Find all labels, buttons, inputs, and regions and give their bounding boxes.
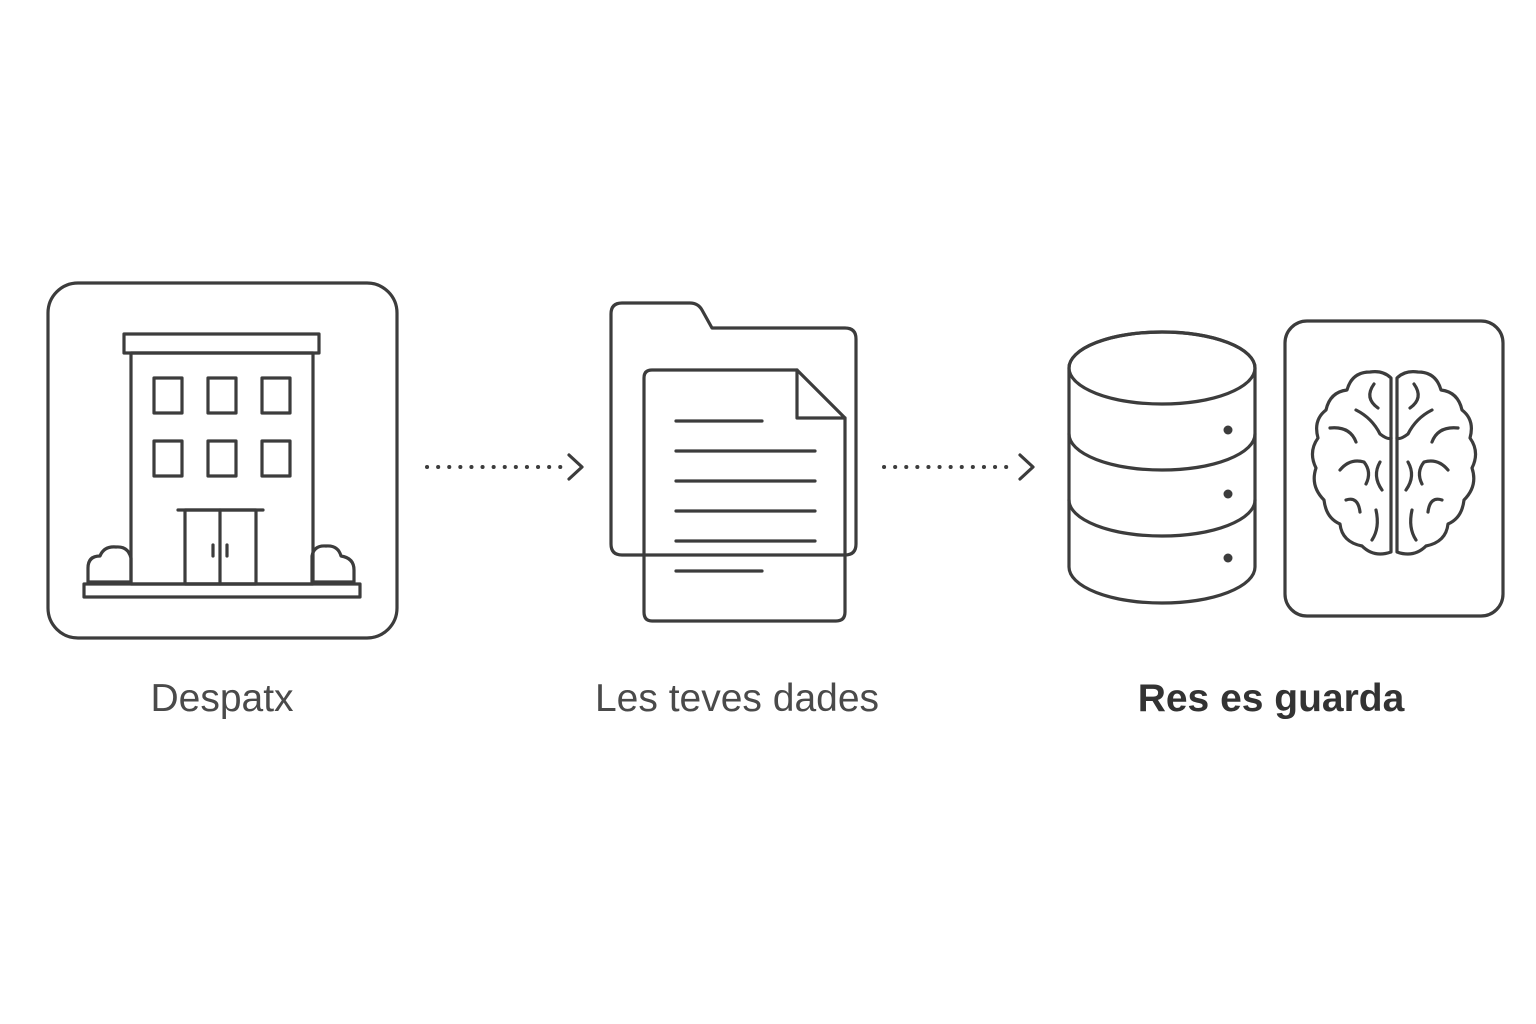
office-building-icon xyxy=(46,281,399,640)
folder-document-icon xyxy=(609,301,858,623)
dotted-arrow-icon xyxy=(425,453,584,481)
dotted-arrow-icon xyxy=(882,453,1035,481)
step-label-office: Despatx xyxy=(150,677,294,720)
brain-icon xyxy=(1283,319,1505,618)
step-label-data: Les teves dades xyxy=(594,677,880,720)
database-icon xyxy=(1067,330,1257,605)
step-label-nothing-stored: Res es guarda xyxy=(1137,677,1405,720)
